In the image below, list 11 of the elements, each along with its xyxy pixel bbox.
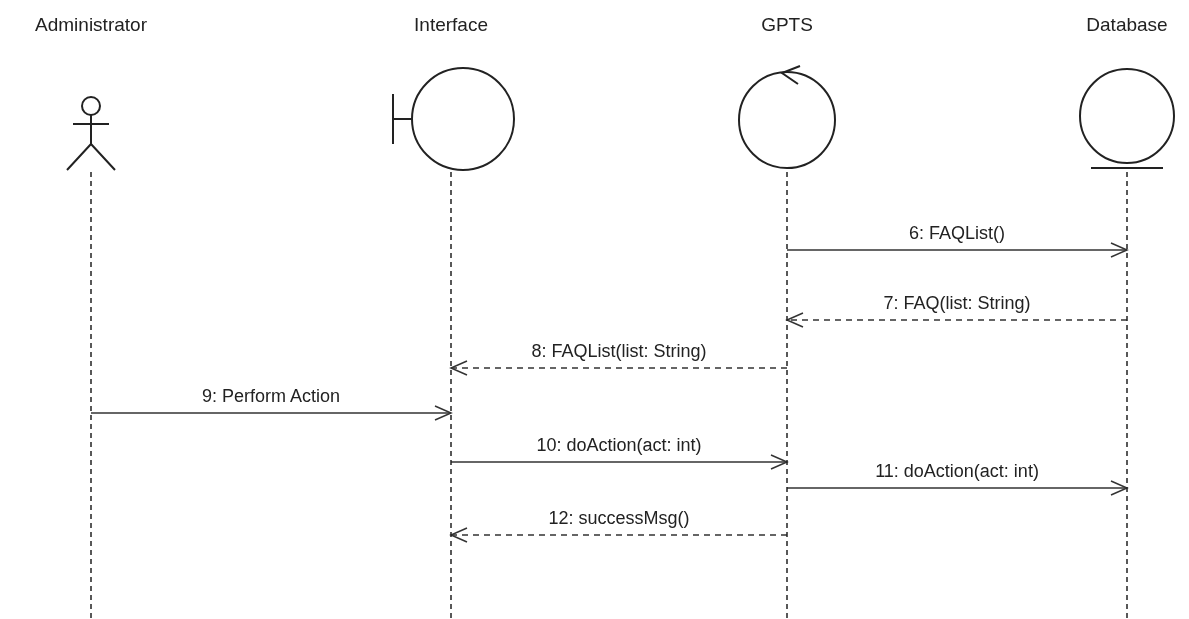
message-arrow xyxy=(450,527,788,543)
message-arrow xyxy=(450,454,788,470)
message-arrow xyxy=(786,480,1128,496)
lifeline-name: Interface xyxy=(414,14,488,36)
lifeline-name: Administrator xyxy=(35,14,147,36)
message-arrow xyxy=(90,405,452,421)
message-arrow xyxy=(786,312,1128,328)
message-arrow xyxy=(786,242,1128,258)
lifeline-name: GPTS xyxy=(761,14,813,36)
lifeline-name: Database xyxy=(1086,14,1168,36)
message-arrow xyxy=(450,360,788,376)
